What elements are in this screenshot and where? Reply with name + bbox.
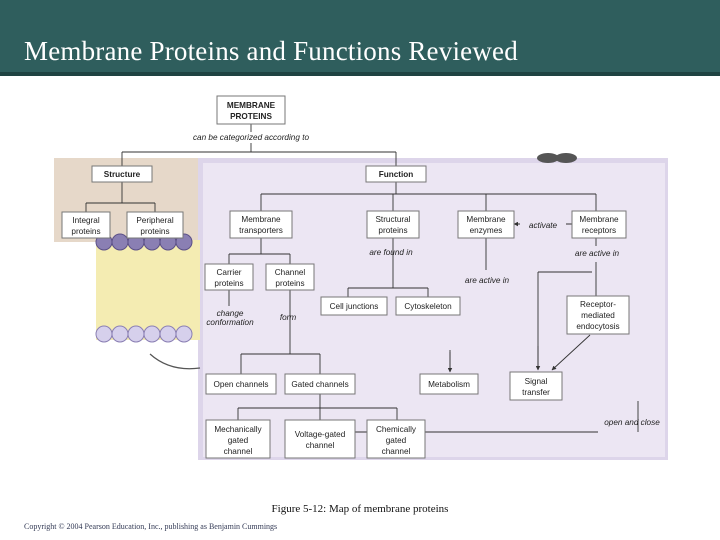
volt-line-2: channel xyxy=(306,441,335,450)
root-line-1: MEMBRANE xyxy=(227,101,276,110)
root-line-2: PROTEINS xyxy=(230,112,272,121)
chem-line-3: channel xyxy=(382,447,411,456)
line-structure-split xyxy=(85,182,156,212)
node-structure: Structure xyxy=(91,165,153,183)
slide-title: Membrane Proteins and Functions Reviewed xyxy=(24,36,518,66)
node-open-channels: Open channels xyxy=(205,373,277,395)
node-signal: Signal transfer xyxy=(509,371,563,401)
protein-curve xyxy=(149,353,201,370)
background-protein-shapes xyxy=(537,153,577,163)
carrier-line-1: Carrier xyxy=(216,268,241,277)
label-categorized: can be categorized according to xyxy=(193,133,310,142)
node-structural: Structural proteins xyxy=(366,210,420,239)
node-integral: Integral proteins xyxy=(61,211,111,239)
label-active-in-b: are active in xyxy=(575,249,620,258)
change-line-2: conformation xyxy=(206,318,254,327)
node-peripheral: Peripheral proteins xyxy=(126,211,184,239)
change-line-1: change xyxy=(217,309,244,318)
receptors-line-1: Membrane xyxy=(579,215,619,224)
structural-line-1: Structural xyxy=(375,215,410,224)
cell-junctions-label: Cell junctions xyxy=(330,302,379,311)
integral-line-1: Integral xyxy=(72,216,99,225)
structure-label: Structure xyxy=(104,170,141,179)
signal-line-1: Signal xyxy=(525,377,548,386)
node-function: Function xyxy=(365,165,427,183)
node-cytoskeleton: Cytoskeleton xyxy=(395,296,461,316)
line-structural-down xyxy=(347,238,429,297)
gated-channels-label: Gated channels xyxy=(291,380,348,389)
node-carrier: Carrier proteins xyxy=(204,263,254,291)
connector-lines xyxy=(85,124,639,432)
mech-line-3: channel xyxy=(224,447,253,456)
line-function-split xyxy=(260,182,597,211)
line-root-split xyxy=(121,143,397,166)
peripheral-line-2: proteins xyxy=(140,227,169,236)
label-activate: activate xyxy=(529,221,558,230)
copyright-notice: Copyright © 2004 Pearson Education, Inc.… xyxy=(24,522,278,531)
label-found-in: are found in xyxy=(369,248,413,257)
membrane-illustration xyxy=(95,233,201,370)
label-open-close: open and close xyxy=(604,418,660,427)
node-transporters: Membrane transporters xyxy=(229,210,293,239)
bilayer-core xyxy=(96,240,200,340)
header-rule xyxy=(0,72,720,76)
mech-line-2: gated xyxy=(228,436,249,445)
line-transporter-split xyxy=(228,238,291,264)
rme-line-2: mediated xyxy=(581,311,615,320)
node-cell-junctions: Cell junctions xyxy=(320,296,388,316)
figure-caption: Figure 5-12: Map of membrane proteins xyxy=(271,503,449,515)
chem-line-1: Chemically xyxy=(376,425,417,434)
transporters-line-1: Membrane xyxy=(241,215,281,224)
bottom-lipid-heads xyxy=(95,325,193,343)
enzymes-line-2: enzymes xyxy=(470,226,503,235)
node-root: MEMBRANE PROTEINS xyxy=(216,95,286,125)
line-gated-down xyxy=(237,394,398,420)
rme-line-1: Receptor- xyxy=(580,300,616,309)
function-label: Function xyxy=(379,170,414,179)
integral-line-2: proteins xyxy=(71,227,100,236)
channel-line-1: Channel xyxy=(275,268,306,277)
transporters-line-2: transporters xyxy=(239,226,283,235)
node-metabolism: Metabolism xyxy=(419,373,479,395)
node-chem: Chemically gated channel xyxy=(366,419,426,459)
node-gated-channels: Gated channels xyxy=(284,373,356,395)
chem-line-2: gated xyxy=(386,436,407,445)
label-active-in-a: are active in xyxy=(465,276,510,285)
enzymes-line-1: Membrane xyxy=(466,215,506,224)
node-enzymes: Membrane enzymes xyxy=(457,210,515,239)
volt-line-1: Voltage-gated xyxy=(295,430,346,439)
peripheral-line-1: Peripheral xyxy=(136,216,174,225)
cytoskeleton-label: Cytoskeleton xyxy=(404,302,452,311)
node-volt: Voltage-gated channel xyxy=(284,419,356,459)
arrow-rme-to-signal xyxy=(551,334,591,371)
receptors-line-2: receptors xyxy=(582,226,616,235)
signal-line-2: transfer xyxy=(522,388,550,397)
slide-header xyxy=(0,0,720,76)
node-receptors: Membrane receptors xyxy=(571,210,627,239)
mech-line-1: Mechanically xyxy=(214,425,262,434)
node-rme: Receptor- mediated endocytosis xyxy=(566,295,630,335)
line-channel-down xyxy=(240,290,321,374)
channel-line-2: proteins xyxy=(275,279,304,288)
rme-line-3: endocytosis xyxy=(576,322,619,331)
node-mech: Mechanically gated channel xyxy=(205,419,271,459)
carrier-line-2: proteins xyxy=(214,279,243,288)
open-channels-label: Open channels xyxy=(213,380,268,389)
label-form: form xyxy=(280,313,297,322)
structural-line-2: proteins xyxy=(378,226,407,235)
metabolism-label: Metabolism xyxy=(428,380,470,389)
node-channel: Channel proteins xyxy=(265,263,315,291)
